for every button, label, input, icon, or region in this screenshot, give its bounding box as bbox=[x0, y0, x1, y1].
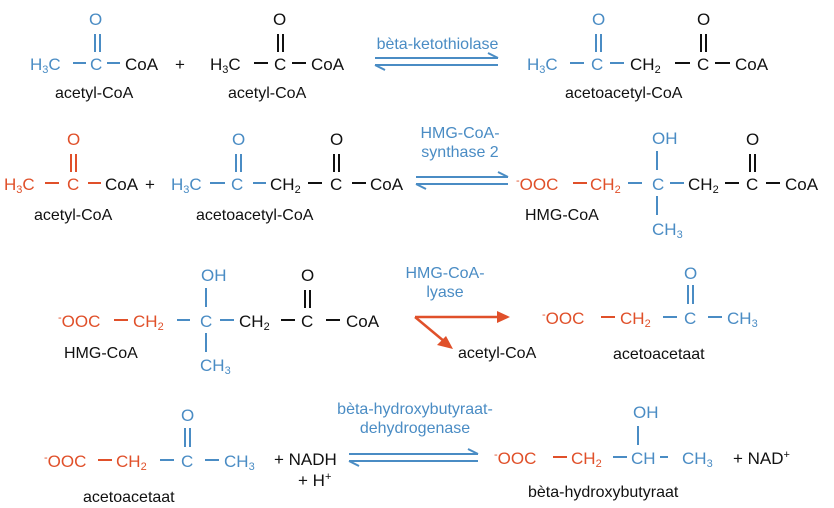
atom-methyl: H3C bbox=[171, 175, 202, 196]
molecule-label: acetyl-CoA bbox=[34, 207, 113, 224]
atom-ch2: CH2 bbox=[620, 309, 651, 330]
atom-oxygen: O bbox=[330, 130, 344, 149]
atom-carbon: C bbox=[652, 175, 665, 194]
atom-methyl: H3C bbox=[30, 55, 61, 76]
atom-carbon: C bbox=[181, 452, 194, 471]
atom-oxygen: O bbox=[301, 266, 315, 285]
enzyme-label: HMG-CoA- synthase 2 bbox=[420, 125, 500, 161]
atom-coa: CoA bbox=[735, 55, 769, 74]
atom-coa: CoA bbox=[346, 312, 380, 331]
atom-carbon: C bbox=[67, 175, 80, 194]
atom-ch2: CH2 bbox=[688, 175, 719, 196]
atom-coa: CoA bbox=[311, 55, 345, 74]
molecule-label: HMG-CoA bbox=[64, 345, 138, 362]
atom-hydroxyl: OH bbox=[633, 403, 659, 422]
cofactor-nad: + NAD+ bbox=[733, 449, 790, 468]
atom-carbon: C bbox=[274, 55, 287, 74]
equilibrium-arrow-2 bbox=[415, 171, 509, 190]
atom-methyl: CH3 bbox=[652, 220, 683, 241]
atom-oxygen: O bbox=[89, 10, 103, 29]
atom-hydroxyl: OH bbox=[652, 129, 678, 148]
molecule-label: acetyl-CoA bbox=[55, 85, 134, 102]
molecule-label: acetoacetyl-CoA bbox=[196, 207, 314, 224]
atom-coa: CoA bbox=[125, 55, 159, 74]
atom-carboxylate: -OOC bbox=[516, 175, 559, 194]
enzyme-label: bèta-ketothiolase bbox=[376, 36, 499, 53]
atom-ch2: CH2 bbox=[590, 175, 621, 196]
atom-carbon: C bbox=[330, 175, 343, 194]
atom-ch: CH bbox=[631, 449, 656, 468]
atom-carbon: C bbox=[301, 312, 314, 331]
atom-carbon: C bbox=[684, 309, 697, 328]
atom-coa: CoA bbox=[105, 175, 139, 194]
atom-methyl: CH3 bbox=[727, 309, 758, 330]
atom-methyl: H3C bbox=[527, 55, 558, 76]
atom-oxygen: O bbox=[684, 264, 698, 283]
molecule-label: acetoacetaat bbox=[613, 346, 705, 363]
atom-carboxylate: -OOC bbox=[494, 449, 537, 468]
cofactor-nadh: + NADH bbox=[274, 450, 337, 469]
plus-sign: + bbox=[145, 175, 155, 194]
atom-ch2: CH2 bbox=[270, 175, 301, 196]
atom-ch2: CH2 bbox=[116, 452, 147, 473]
atom-oxygen: O bbox=[67, 130, 81, 149]
side-product-label: acetyl-CoA bbox=[458, 345, 537, 362]
atom-ch2: CH2 bbox=[571, 449, 602, 470]
atom-methyl: H3C bbox=[210, 55, 241, 76]
irreversible-arrow bbox=[414, 311, 510, 349]
atom-carbon: C bbox=[591, 55, 604, 74]
atom-carbon: C bbox=[746, 175, 759, 194]
atom-hydroxyl: OH bbox=[201, 266, 227, 285]
atom-oxygen: O bbox=[697, 10, 711, 29]
atom-ch2: CH2 bbox=[630, 55, 661, 76]
enzyme-label: HMG-CoA- lyase bbox=[405, 265, 485, 301]
atom-oxygen: O bbox=[592, 10, 606, 29]
equilibrium-arrow-1 bbox=[374, 52, 499, 71]
atom-methyl: H3C bbox=[4, 175, 35, 196]
molecule-label: bèta-hydroxybutyraat bbox=[528, 484, 679, 501]
atom-methyl: CH3 bbox=[224, 452, 255, 473]
atom-methyl: CH3 bbox=[682, 449, 713, 470]
atom-oxygen: O bbox=[232, 130, 246, 149]
atom-carbon: C bbox=[90, 55, 103, 74]
plus-sign: + bbox=[175, 55, 185, 74]
atom-oxygen: O bbox=[273, 10, 287, 29]
enzyme-label: bèta-hydroxybutyraat- dehydrogenase bbox=[337, 401, 493, 437]
atom-carboxylate: -OOC bbox=[58, 312, 101, 331]
atom-ch2: CH2 bbox=[133, 312, 164, 333]
atom-methyl: CH3 bbox=[200, 356, 231, 377]
atom-ch2: CH2 bbox=[239, 312, 270, 333]
equilibrium-arrow-4 bbox=[348, 448, 479, 467]
molecule-label: acetyl-CoA bbox=[228, 85, 307, 102]
molecule-label: HMG-CoA bbox=[525, 207, 599, 224]
atom-coa: CoA bbox=[785, 175, 819, 194]
atom-carbon: C bbox=[200, 312, 213, 331]
atom-carboxylate: -OOC bbox=[44, 452, 87, 471]
atom-carbon: C bbox=[697, 55, 710, 74]
atom-coa: CoA bbox=[370, 175, 404, 194]
atom-carboxylate: -OOC bbox=[542, 309, 585, 328]
molecule-label: acetoacetyl-CoA bbox=[565, 85, 683, 102]
atom-oxygen: O bbox=[746, 130, 760, 149]
atom-oxygen: O bbox=[181, 406, 195, 425]
atom-carbon: C bbox=[231, 175, 244, 194]
molecule-label: acetoacetaat bbox=[83, 489, 175, 506]
cofactor-proton: + H+ bbox=[298, 471, 332, 490]
